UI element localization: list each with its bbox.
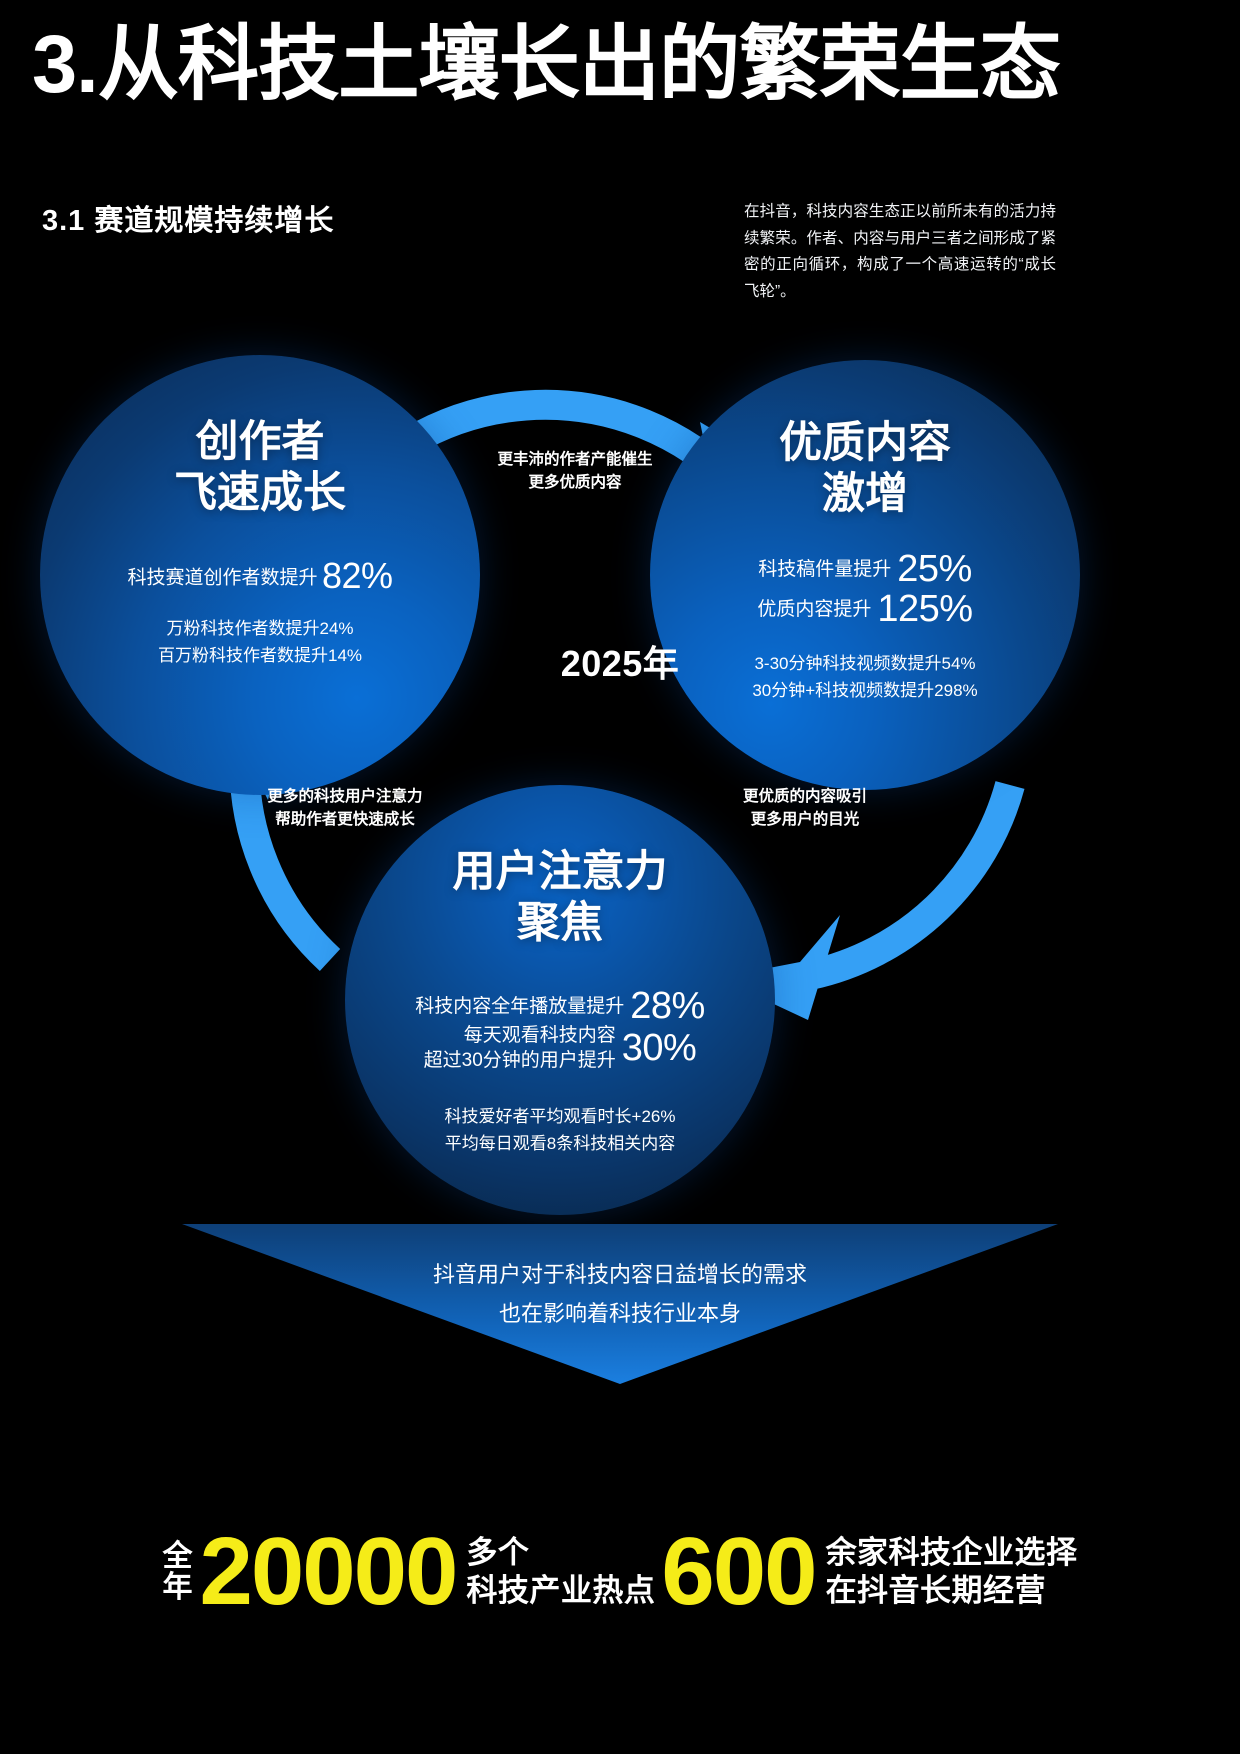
node-content-stat-1-value: 25% bbox=[897, 548, 972, 590]
arrow-label-3-line2: 帮助作者更快速成长 bbox=[275, 811, 415, 829]
footer-stats: 全 年 20000 多个 科技产业热点 600 余家科技企业选择 在抖音长期经营 bbox=[0, 1502, 1240, 1642]
flywheel-diagram: 创作者 飞速成长 科技赛道创作者数提升 82% 万粉科技作者数提升24% 百万粉… bbox=[0, 330, 1240, 1230]
flywheel-node-attention: 用户注意力 聚焦 科技内容全年播放量提升 28% 每天观看科技内容 超过30分钟… bbox=[345, 785, 775, 1215]
arrow-label-1-line1: 更丰沛的作者产能催生 bbox=[497, 451, 653, 468]
down-arrow-banner bbox=[182, 1224, 1058, 1384]
footer-group-1-suffix-line1: 多个 bbox=[466, 1535, 530, 1571]
node-content-stat-2-label: 优质内容提升 bbox=[757, 598, 872, 620]
node-content-title-line2: 激增 bbox=[822, 469, 908, 518]
footer-group-2-suffix-line1: 余家科技企业选择 bbox=[825, 1535, 1078, 1571]
node-content-title-line1: 优质内容 bbox=[779, 419, 951, 467]
flywheel-node-content: 优质内容 激增 科技稿件量提升 25% 优质内容提升 125% 3-30分钟科技… bbox=[650, 360, 1080, 790]
node-attention-stat-1-label: 科技内容全年播放量提升 bbox=[415, 995, 625, 1017]
node-creator-main-stat: 科技赛道创作者数提升 82% bbox=[40, 555, 480, 597]
arrow-label-2-line1: 更优质的内容吸引 bbox=[742, 788, 867, 805]
page-title: 3.从科技土壤长出的繁荣生态 bbox=[32, 19, 1061, 110]
banner-line1: 抖音用户对于科技内容日益增长的需求 bbox=[432, 1262, 807, 1287]
center-year-label: 2025年 bbox=[560, 643, 680, 684]
footer-group-2: 600 余家科技企业选择 在抖音长期经营 bbox=[661, 1524, 1077, 1620]
arrow-label-attention-to-creator: 更多的科技用户注意力 帮助作者更快速成长 bbox=[200, 785, 490, 832]
node-attention-stat-1: 科技内容全年播放量提升 28% bbox=[345, 985, 775, 1028]
node-attention-stat-2-label: 每天观看科技内容 超过30分钟的用户提升 bbox=[423, 1025, 616, 1072]
node-attention-stat-1-value: 28% bbox=[630, 985, 705, 1027]
node-attention-sub-1: 科技爱好者平均观看时长+26% bbox=[444, 1107, 676, 1126]
node-creator-title-line2: 飞速成长 bbox=[174, 468, 346, 517]
node-content-stat-2: 优质内容提升 125% bbox=[650, 588, 1080, 631]
node-attention-sub-stats: 科技爱好者平均观看时长+26% 平均每日观看8条科技相关内容 bbox=[345, 1103, 775, 1157]
node-attention-stat-2-value: 30% bbox=[621, 1026, 697, 1069]
node-creator-sub-1: 万粉科技作者数提升24% bbox=[166, 619, 354, 638]
arrow-label-3-line1: 更多的科技用户注意力 bbox=[267, 788, 423, 805]
node-attention-stat-2: 每天观看科技内容 超过30分钟的用户提升 30% bbox=[345, 1023, 775, 1073]
arrow-label-2-line2: 更多用户的目光 bbox=[750, 811, 860, 829]
node-content-stat-1: 科技稿件量提升 25% bbox=[650, 548, 1080, 591]
node-attention-title-line1: 用户注意力 bbox=[452, 848, 668, 896]
footer-group-2-suffix-line2: 在抖音长期经营 bbox=[825, 1573, 1047, 1608]
footer-group-2-suffix: 余家科技企业选择 在抖音长期经营 bbox=[826, 1534, 1078, 1610]
footer-group-1-prefix: 全 年 bbox=[162, 1539, 194, 1604]
arrow-content-to-attention bbox=[718, 781, 1025, 1020]
node-creator-sub-2: 百万粉科技作者数提升14% bbox=[157, 646, 363, 666]
node-creator-main-label: 科技赛道创作者数提升 bbox=[127, 567, 318, 589]
footer-group-1-suffix-line2: 科技产业热点 bbox=[466, 1573, 656, 1608]
node-creator-sub-stats: 万粉科技作者数提升24% 百万粉科技作者数提升14% bbox=[40, 615, 480, 669]
banner-line2: 也在影响着科技行业本身 bbox=[498, 1300, 741, 1326]
arrow-label-content-to-attention: 更优质的内容吸引 更多用户的目光 bbox=[660, 785, 950, 832]
footer-group-1: 全 年 20000 多个 科技产业热点 bbox=[162, 1524, 655, 1620]
node-content-sub-stats: 3-30分钟科技视频数提升54% 30分钟+科技视频数提升298% bbox=[650, 650, 1080, 704]
footer-group-1-suffix: 多个 科技产业热点 bbox=[466, 1534, 655, 1610]
section-subtitle: 3.1 赛道规模持续增长 bbox=[42, 205, 335, 237]
node-content-stat-2-value: 125% bbox=[877, 588, 973, 630]
arrow-label-1-line2: 更多优质内容 bbox=[528, 474, 622, 492]
arrow-label-creator-to-content: 更丰沛的作者产能催生 更多优质内容 bbox=[430, 448, 720, 495]
flywheel-node-creator: 创作者 飞速成长 科技赛道创作者数提升 82% 万粉科技作者数提升24% 百万粉… bbox=[40, 355, 480, 795]
node-content-sub-2: 30分钟+科技视频数提升298% bbox=[752, 681, 978, 701]
node-attention-title-line2: 聚焦 bbox=[517, 898, 603, 947]
footer-group-1-prefix-line2: 年 bbox=[162, 1571, 194, 1604]
node-attention-sub-2: 平均每日观看8条科技相关内容 bbox=[444, 1134, 676, 1154]
intro-paragraph: 在抖音，科技内容生态正以前所未有的活力持续繁荣。作者、内容与用户三者之间形成了紧… bbox=[744, 203, 1056, 300]
node-creator-main-value: 82% bbox=[321, 555, 393, 596]
banner-text: 抖音用户对于科技内容日益增长的需求 也在影响着科技行业本身 bbox=[0, 1256, 1240, 1333]
node-creator-title-line1: 创作者 bbox=[195, 418, 325, 466]
node-content-sub-1: 3-30分钟科技视频数提升54% bbox=[754, 654, 976, 673]
node-content-stat-1-label: 科技稿件量提升 bbox=[758, 558, 892, 580]
footer-group-2-value: 600 bbox=[661, 1518, 817, 1625]
footer-group-1-prefix-line1: 全 bbox=[162, 1539, 194, 1573]
footer-group-1-value: 20000 bbox=[199, 1518, 458, 1625]
